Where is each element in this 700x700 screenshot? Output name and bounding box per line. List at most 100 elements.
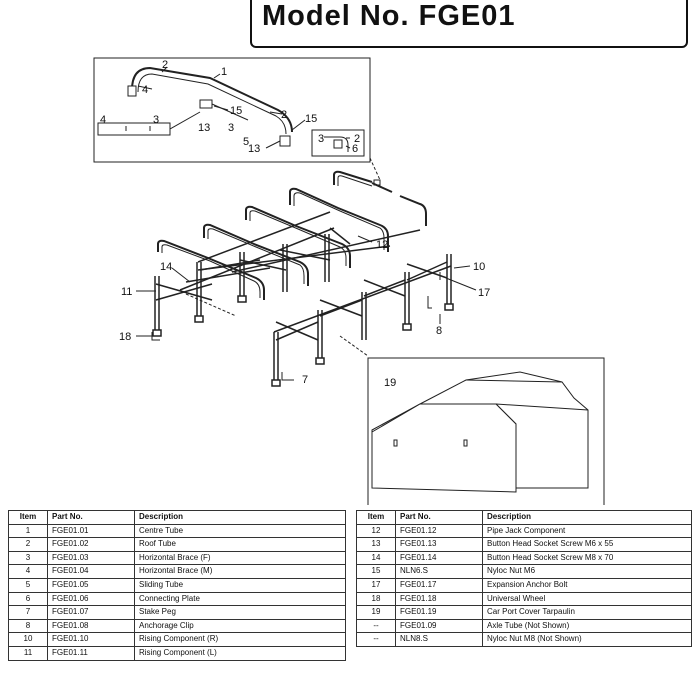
cell-description: Nyloc Nut M8 (Not Shown): [482, 632, 692, 647]
callout-4b: 4: [100, 114, 106, 126]
cell-item: 18: [356, 591, 396, 607]
cell-item: 5: [8, 577, 48, 593]
cell-description: Horizontal Brace (F): [134, 550, 346, 566]
model-number-title: Model No. FGE01: [262, 0, 516, 32]
callout-15a: 15: [230, 105, 242, 117]
callout-2a: 2: [162, 59, 168, 71]
cell-description: Connecting Plate: [134, 591, 346, 607]
cell-description: Axle Tube (Not Shown): [482, 618, 692, 634]
cell-part-no: FGE01.02: [47, 537, 135, 552]
callout-15b: 15: [305, 113, 317, 125]
col-item-header: Item: [356, 510, 396, 525]
inset-roof-tube: [131, 66, 293, 133]
cell-item: 14: [356, 550, 396, 566]
stake-peg-part: [281, 372, 294, 381]
col-desc-header: Description: [482, 510, 692, 525]
cell-part-no: NLN6.S: [395, 564, 483, 579]
cell-item: --: [356, 632, 396, 647]
cell-part-no: FGE01.01: [47, 523, 135, 539]
cell-item: 7: [8, 605, 48, 620]
exploded-assembly-diagram: 1 2 4 15 2 15 4 3 13 3 5 13 3 2 6 12 10 …: [93, 57, 605, 505]
col-item-header: Item: [8, 510, 48, 525]
callout-7: 7: [302, 374, 308, 386]
callout-6: 6: [352, 143, 358, 155]
cell-part-no: FGE01.13: [395, 537, 483, 552]
cell-item: 11: [8, 645, 48, 661]
cell-part-no: FGE01.08: [47, 618, 135, 634]
cell-description: Horizontal Brace (M): [134, 564, 346, 579]
cell-part-no: FGE01.05: [47, 577, 135, 593]
col-part-header: Part No.: [47, 510, 135, 525]
callout-11: 11: [121, 286, 132, 298]
col-desc-header: Description: [134, 510, 346, 525]
cell-description: Sliding Tube: [134, 577, 346, 593]
roof-arches: [157, 170, 427, 300]
page-crop-edge: [0, 662, 700, 700]
cell-item: 6: [8, 591, 48, 607]
longitudinal-tubes: [179, 211, 421, 291]
callout-1: 1: [221, 66, 227, 78]
cell-description: Rising Component (R): [134, 632, 346, 647]
callout-2b: 2: [281, 109, 287, 121]
cell-item: 4: [8, 564, 48, 579]
cell-part-no: FGE01.10: [47, 632, 135, 647]
rising-component-left: [152, 234, 330, 337]
cell-part-no: FGE01.12: [395, 523, 483, 539]
callout-2c: 2: [354, 133, 360, 145]
table-header-row: Item Part No. Description: [8, 510, 346, 525]
cell-description: Pipe Jack Component: [482, 523, 692, 539]
cell-item: --: [356, 618, 396, 634]
callout-4a: 4: [142, 84, 148, 96]
cell-item: 1: [8, 523, 48, 539]
cell-description: Centre Tube: [134, 523, 346, 539]
cell-description: Universal Wheel: [482, 591, 692, 607]
cell-description: Rising Component (L): [134, 645, 346, 661]
cell-part-no: FGE01.11: [47, 645, 135, 661]
cell-description: Expansion Anchor Bolt: [482, 577, 692, 593]
callout-19: 19: [384, 377, 396, 389]
callout-14: 14: [160, 261, 172, 273]
table-header-row: Item Part No. Description: [356, 510, 692, 525]
cell-description: Anchorage Clip: [134, 618, 346, 634]
cell-item: 15: [356, 564, 396, 579]
cell-part-no: FGE01.06: [47, 591, 135, 607]
col-part-header: Part No.: [395, 510, 483, 525]
callout-3b: 3: [228, 122, 234, 134]
cell-part-no: FGE01.17: [395, 577, 483, 593]
cell-description: Roof Tube: [134, 537, 346, 552]
car-port-cover-tarpaulin: [371, 371, 589, 493]
cell-part-no: FGE01.19: [395, 605, 483, 620]
callout-3a: 3: [153, 114, 159, 126]
cell-description: Stake Peg: [134, 605, 346, 620]
cell-description: Button Head Socket Screw M8 x 70: [482, 550, 692, 566]
callout-3c: 3: [318, 133, 324, 145]
rising-component-right: [271, 254, 454, 387]
cell-part-no: FGE01.14: [395, 550, 483, 566]
cell-item: 10: [8, 632, 48, 647]
cell-description: Button Head Socket Screw M6 x 55: [482, 537, 692, 552]
callout-8: 8: [436, 325, 442, 337]
callout-12: 12: [376, 239, 388, 251]
cell-part-no: FGE01.07: [47, 605, 135, 620]
model-number-box: Model No. FGE01: [250, 0, 688, 48]
cell-part-no: FGE01.04: [47, 564, 135, 579]
callout-5: 5: [243, 136, 249, 148]
